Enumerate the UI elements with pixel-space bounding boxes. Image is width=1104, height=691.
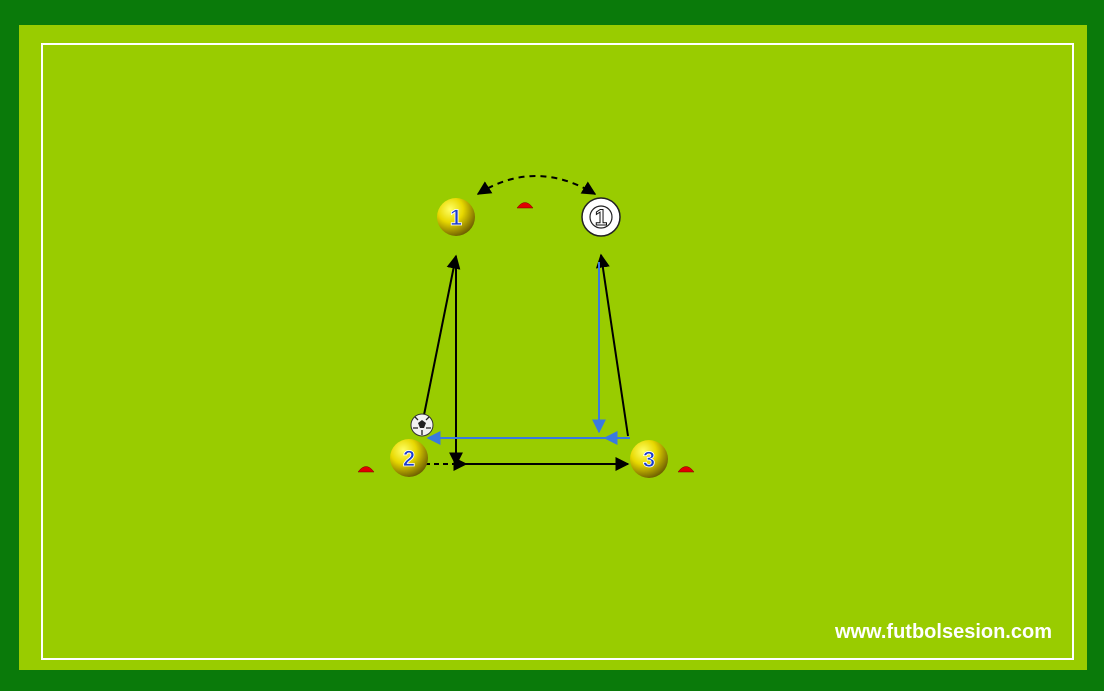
player-label: 3 [643, 447, 655, 472]
cone-icon [357, 466, 375, 473]
soccer-ball-icon [410, 413, 434, 437]
field-line [41, 43, 1074, 660]
player-label: 2 [403, 446, 415, 471]
player-2: 2 [390, 439, 428, 477]
player-3: 3 [630, 440, 668, 478]
pass-arrow-2-to-1 [422, 254, 461, 421]
player-1-yellow: 1 [437, 198, 475, 236]
cone-icon [516, 202, 534, 209]
cone-icon [677, 466, 695, 473]
dashed-swap-arrow [476, 175, 597, 195]
player-label: 1 [450, 205, 462, 230]
pass-arrow-3-to-1 [595, 253, 629, 437]
field-grass [19, 25, 1087, 670]
watermark-text: www.futbolsesion.com [834, 621, 1052, 643]
player-1-white: 1 [581, 197, 621, 237]
player-label: 1 [595, 205, 607, 230]
